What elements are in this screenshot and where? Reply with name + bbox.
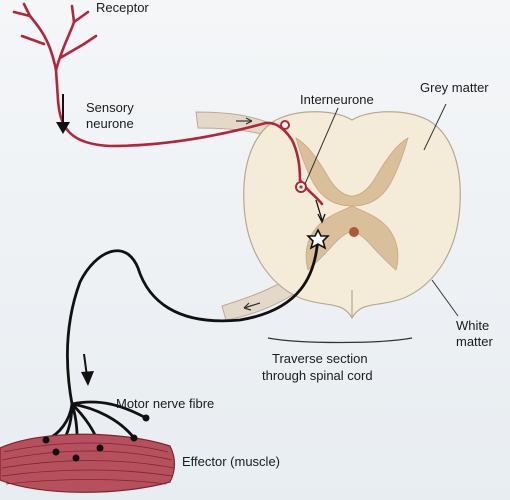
central-canal bbox=[349, 227, 359, 237]
motor-cell-body bbox=[306, 228, 330, 250]
section-bracket bbox=[267, 337, 413, 344]
label-sensory-line2: neurone bbox=[86, 116, 134, 131]
label-grey-matter: Grey matter bbox=[420, 80, 489, 95]
label-white-line2: matter bbox=[456, 334, 494, 349]
motor-end-plates bbox=[42, 414, 150, 462]
arrow-ventral-root bbox=[243, 302, 261, 309]
label-interneurone: Interneurone bbox=[300, 92, 374, 107]
pointer-interneurone bbox=[304, 107, 339, 185]
motor-neurone bbox=[44, 234, 320, 460]
sensory-cell-body bbox=[280, 120, 290, 130]
label-white-line1: White bbox=[456, 318, 489, 333]
pointer-white-matter bbox=[431, 279, 459, 317]
pointer-grey-matter bbox=[423, 103, 447, 151]
label-section-line1: Traverse section bbox=[272, 351, 368, 366]
label-receptor: Receptor bbox=[96, 0, 149, 15]
label-section-line2: through spinal cord bbox=[262, 368, 373, 383]
label-effector: Effector (muscle) bbox=[182, 454, 280, 469]
muscle-effector bbox=[0, 433, 176, 493]
label-sensory-line1: Sensory bbox=[86, 100, 134, 115]
arrow-interneurone bbox=[315, 199, 323, 221]
label-motor-fibre: Motor nerve fibre bbox=[116, 396, 214, 411]
